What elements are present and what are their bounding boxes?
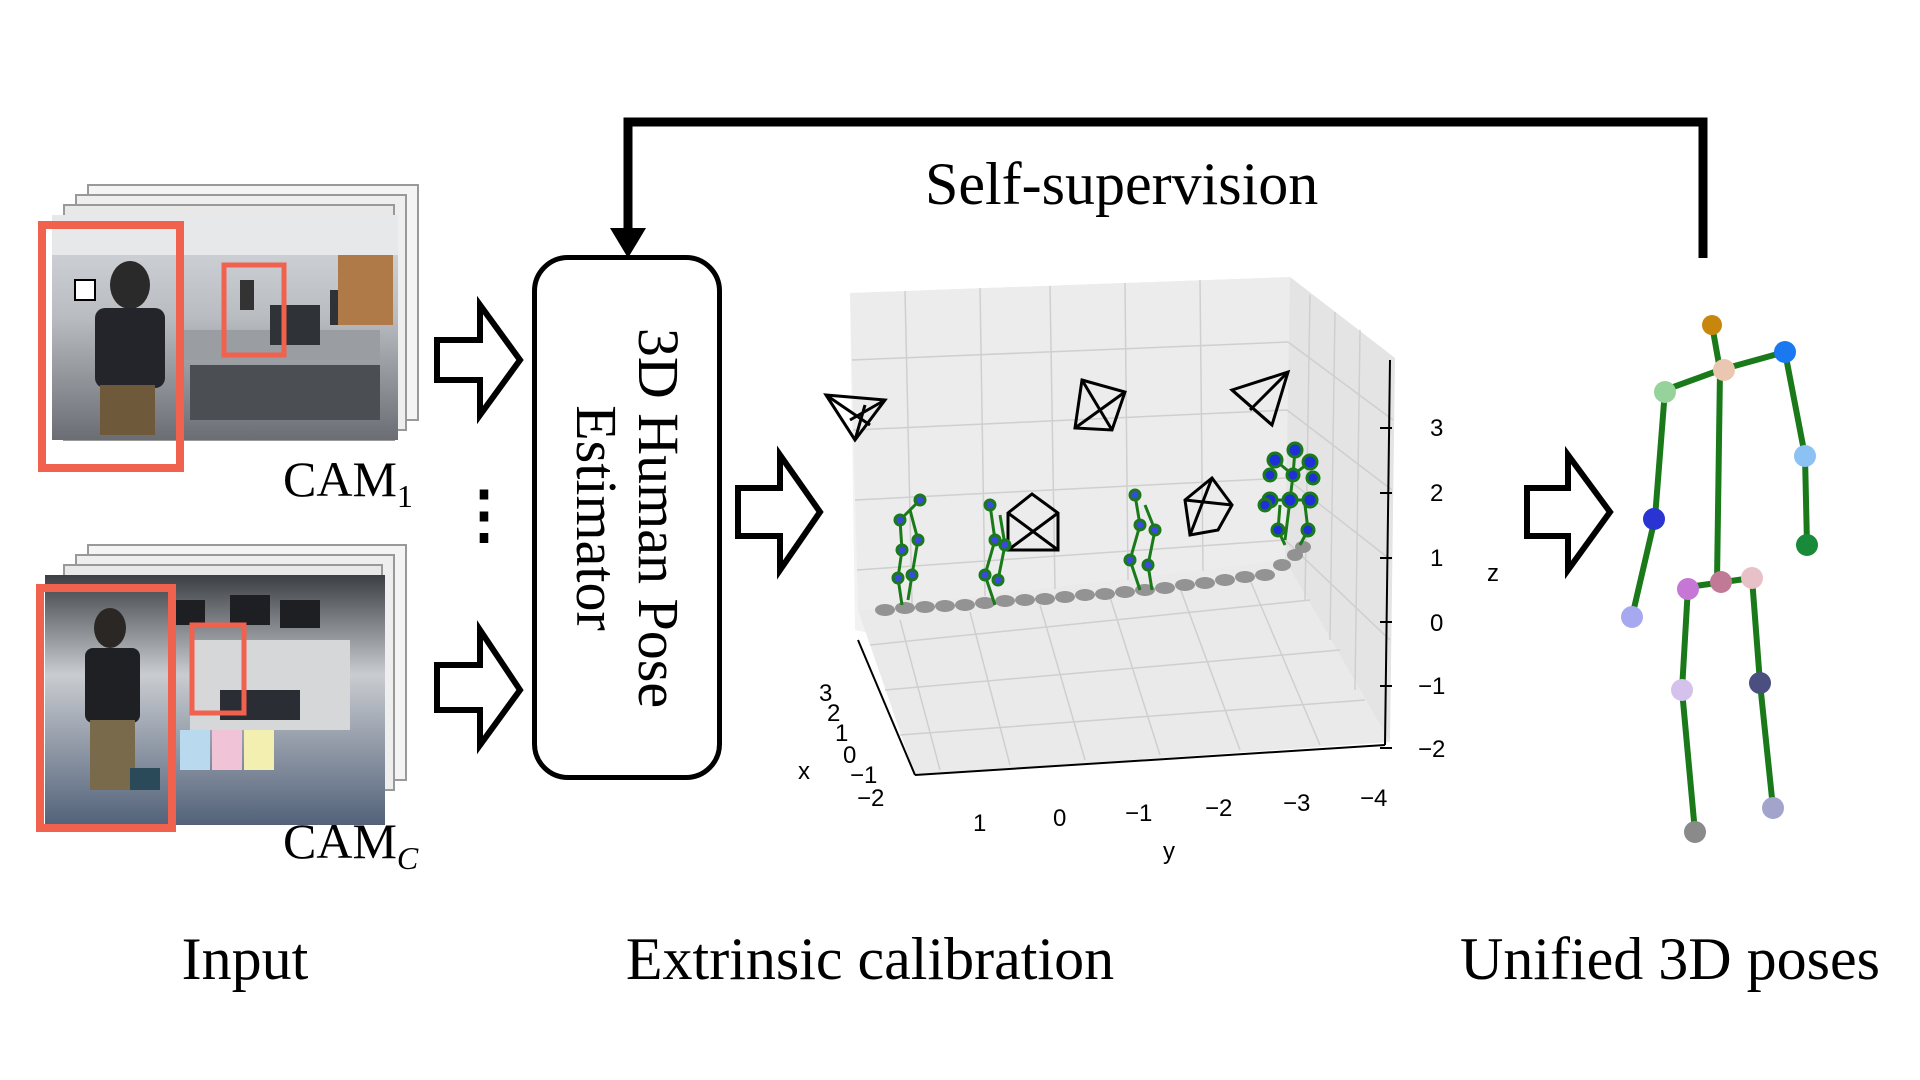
plot3d-axes [857, 359, 1391, 776]
pose-estimator-line1: 3D Human Pose [626, 327, 691, 708]
z-tick-label: 0 [1430, 610, 1444, 637]
plot3d-skeleton-trace [978, 498, 1012, 606]
self-supervision-arrow [610, 117, 1708, 258]
z-tick-label: −1 [1418, 673, 1446, 700]
right-knee-joint [1671, 679, 1693, 701]
x-tick-label: −1 [850, 762, 878, 789]
plot3d-skeleton-trace [1123, 488, 1162, 591]
z-tick-label: 1 [1430, 545, 1444, 572]
right-wrist-joint [1621, 606, 1643, 628]
y-axis-label: y [1163, 838, 1175, 865]
arrow-calibration-to-poses [1524, 445, 1614, 580]
y-tick-label: −4 [1360, 785, 1388, 812]
pose-estimator-line2: Estimator [564, 404, 629, 631]
y-tick-label: −2 [1205, 795, 1233, 822]
arrow-camc-to-estimator [434, 620, 524, 755]
plot3d-skeleton-trace [1257, 441, 1321, 546]
left-shoulder-joint [1774, 341, 1796, 363]
camera-frustum-icon [823, 393, 888, 443]
z-axis-label: z [1487, 560, 1499, 587]
ellipsis-icon: ⋮ [452, 479, 516, 550]
right-shoulder-joint [1654, 381, 1676, 403]
neck-joint [1713, 359, 1735, 381]
right-elbow-joint [1643, 508, 1665, 530]
camc-image-stack [36, 544, 407, 832]
caption-unified-3d-poses: Unified 3D poses [1460, 926, 1880, 992]
plot3d-tick-marks [1380, 427, 1392, 749]
arrow-estimator-to-calibration [735, 445, 824, 580]
y-tick-label: 0 [1053, 805, 1067, 832]
camera-frustum-icon [1229, 369, 1291, 428]
camc-label-base: CAM [283, 813, 397, 869]
x-axis-label: x [798, 758, 810, 785]
pelvis-joint [1710, 571, 1732, 593]
left-knee-joint [1749, 672, 1771, 694]
x-tick-label: 0 [843, 742, 857, 769]
right-ankle-joint [1684, 821, 1706, 843]
unified-skeleton [1629, 322, 1810, 835]
cam1-label-base: CAM [283, 451, 397, 507]
left-wrist-joint [1796, 534, 1818, 556]
x-tick-label: −2 [857, 785, 885, 812]
camera-frustum-icon [1073, 378, 1127, 432]
z-tick-label: 3 [1430, 415, 1444, 442]
right-hip-joint [1677, 578, 1699, 600]
self-supervision-label: Self-supervision [925, 151, 1319, 217]
pose-estimator-label: 3D Human Pose Estimator [564, 327, 691, 708]
plot3d-skeleton-trace [891, 493, 927, 606]
caption-input: Input [181, 926, 309, 992]
y-tick-label: −1 [1125, 800, 1153, 827]
pose-estimator-box: 3D Human Pose Estimator [532, 255, 722, 780]
camc-label-sub: C [396, 840, 419, 876]
z-tick-label: −2 [1418, 736, 1446, 763]
left-elbow-joint [1794, 445, 1816, 467]
x-tick-label: 3 [819, 680, 833, 707]
y-tick-label: 1 [973, 810, 987, 837]
x-tick-label: 2 [827, 700, 841, 727]
left-hip-joint [1741, 567, 1763, 589]
arrow-cam1-to-estimator [434, 295, 524, 425]
x-tick-label: 1 [835, 720, 849, 747]
plot3d-trajectory [875, 541, 1311, 616]
z-tick-label: 2 [1430, 480, 1444, 507]
camera-frustum-icon [1183, 475, 1234, 537]
head-joint [1702, 315, 1722, 335]
cam1-image-stack [38, 184, 419, 472]
cam1-label-sub: 1 [396, 478, 413, 514]
y-tick-label: −3 [1283, 790, 1311, 817]
left-ankle-joint [1762, 797, 1784, 819]
camc-label: CAMC [283, 812, 418, 877]
plot3d-panes [850, 277, 1395, 775]
cam1-label: CAM1 [283, 450, 413, 515]
unified-skeleton-joints [1621, 315, 1818, 843]
caption-extrinsic-calibration: Extrinsic calibration [625, 926, 1115, 992]
